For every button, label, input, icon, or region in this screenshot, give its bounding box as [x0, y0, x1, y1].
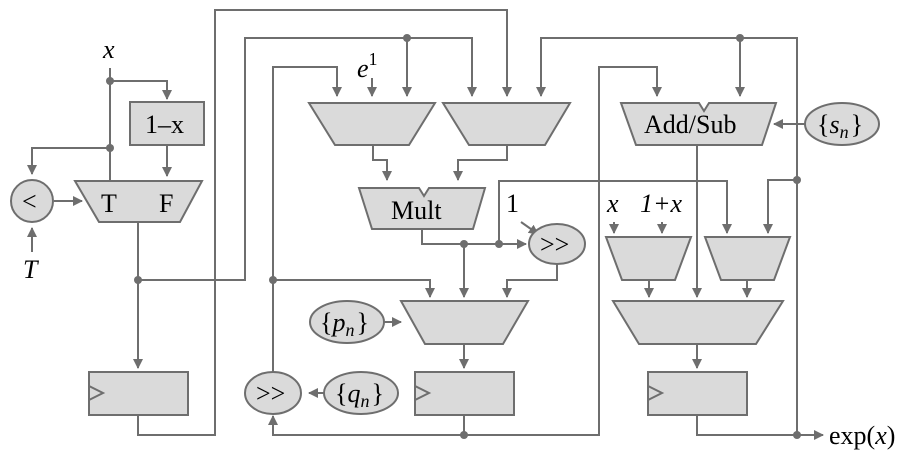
mux-true-label: T — [101, 189, 117, 218]
input-x-label: x — [102, 35, 115, 64]
junction-dot — [106, 144, 114, 152]
junction-dot — [403, 34, 411, 42]
wire-reg2-right — [464, 66, 662, 436]
mux-top-right — [441, 102, 572, 146]
wire-mux-branch — [138, 37, 477, 281]
right-x-label: x — [606, 189, 619, 218]
register-3 — [647, 371, 748, 416]
wire-x-to-1mx — [110, 80, 172, 100]
wire-mux1-mult — [372, 145, 392, 181]
p-n-constant — [309, 300, 385, 344]
s-n-label: {sn} — [817, 110, 863, 142]
wire-x-to-compare — [27, 147, 110, 175]
junction-dot — [460, 431, 468, 439]
junction-dot — [269, 276, 277, 284]
junctions — [106, 34, 801, 439]
final-mux — [611, 300, 785, 345]
input-T-label: T — [23, 255, 39, 284]
one-minus-x-block — [129, 101, 205, 146]
wire-mux2-mult — [453, 145, 508, 181]
wire-shift-branch — [273, 279, 435, 298]
one-minus-x-label: 1–x — [145, 110, 184, 139]
wire-mult-to-right — [498, 180, 732, 244]
one-plus-x-label: 1+x — [640, 189, 683, 218]
comparator-block — [10, 179, 54, 223]
wire-shift-loop — [272, 66, 342, 372]
e1-label: e1 — [357, 49, 378, 83]
wire-reg2-loop — [268, 415, 465, 436]
mult-block — [357, 187, 487, 230]
mux-right-right — [703, 236, 792, 281]
p-mux — [399, 300, 530, 345]
shift-bottom-label: >> — [256, 379, 285, 408]
junction-dot — [793, 431, 801, 439]
comparator-label: < — [22, 187, 37, 216]
add-sub-label: Add/Sub — [644, 110, 736, 139]
mult-label: Mult — [391, 196, 442, 225]
junction-dot — [495, 240, 503, 248]
shift-bottom-block — [244, 371, 302, 415]
register-1 — [88, 371, 189, 416]
mux-right-left — [604, 236, 693, 281]
junction-dot — [106, 77, 114, 85]
wire-out-loop — [536, 37, 798, 435]
wire-shift-to-pmux — [502, 262, 558, 298]
wires — [27, 9, 824, 440]
shift-amount-label: 1 — [506, 189, 519, 218]
output-exp-label: exp(x) — [829, 421, 895, 450]
select-mux — [73, 180, 204, 223]
p-n-label: {pn} — [320, 308, 369, 340]
q-n-constant — [323, 371, 399, 415]
wire-loop-to-rmux — [763, 179, 797, 234]
wire-reg3-to-out — [696, 415, 824, 440]
junction-dot — [793, 176, 801, 184]
wire-reg1-loop — [137, 9, 512, 436]
add-sub-block — [619, 102, 778, 146]
shift-right-label: >> — [540, 230, 569, 259]
junction-dot — [736, 34, 744, 42]
s-n-constant — [804, 102, 880, 146]
junction-dot — [134, 276, 142, 284]
q-n-label: {qn} — [335, 379, 384, 411]
shift-right-block — [528, 223, 586, 265]
mux-top-left — [307, 102, 437, 146]
wire-mult-out — [421, 229, 527, 249]
register-2 — [414, 371, 515, 416]
junction-dot — [460, 240, 468, 248]
mux-false-label: F — [159, 189, 173, 218]
